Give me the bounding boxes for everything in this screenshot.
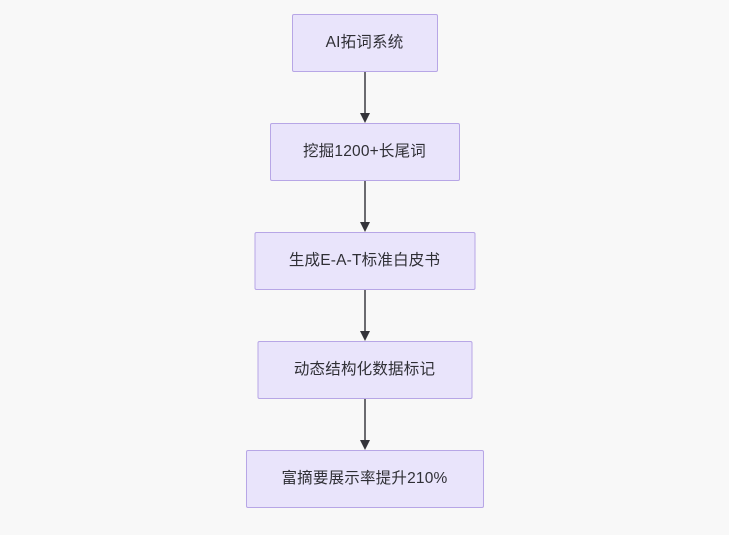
node-label: 动态结构化数据标记 xyxy=(293,361,436,379)
edge-line xyxy=(363,399,366,441)
node-label: 富摘要展示率提升210% xyxy=(281,470,448,488)
flowchart-edge-n0-n1 xyxy=(358,72,372,123)
edge-line xyxy=(363,290,366,332)
arrow-down-icon xyxy=(359,222,370,232)
arrow-down-icon xyxy=(359,331,370,341)
flowchart-edge-n1-n2 xyxy=(358,181,372,232)
edge-line xyxy=(363,181,366,223)
node-label: 挖掘1200+长尾词 xyxy=(302,143,427,161)
flowchart-node-rich-snippet-impression-lift[interactable]: 富摘要展示率提升210% xyxy=(245,450,484,508)
flowchart-node-dynamic-structured-data-markup[interactable]: 动态结构化数据标记 xyxy=(257,341,472,399)
flowchart-node-mine-longtail-keywords[interactable]: 挖掘1200+长尾词 xyxy=(269,123,460,181)
node-label: 生成E-A-T标准白皮书 xyxy=(288,252,441,270)
arrow-down-icon xyxy=(359,113,370,123)
flowchart-edge-n2-n3 xyxy=(358,290,372,341)
node-label: AI拓词系统 xyxy=(325,34,404,52)
flowchart-node-ai-keyword-system[interactable]: AI拓词系统 xyxy=(291,14,438,72)
edge-line xyxy=(363,72,366,114)
arrow-down-icon xyxy=(359,440,370,450)
flowchart-edge-n3-n4 xyxy=(358,399,372,450)
flowchart-node-generate-eat-whitepaper[interactable]: 生成E-A-T标准白皮书 xyxy=(254,232,475,290)
